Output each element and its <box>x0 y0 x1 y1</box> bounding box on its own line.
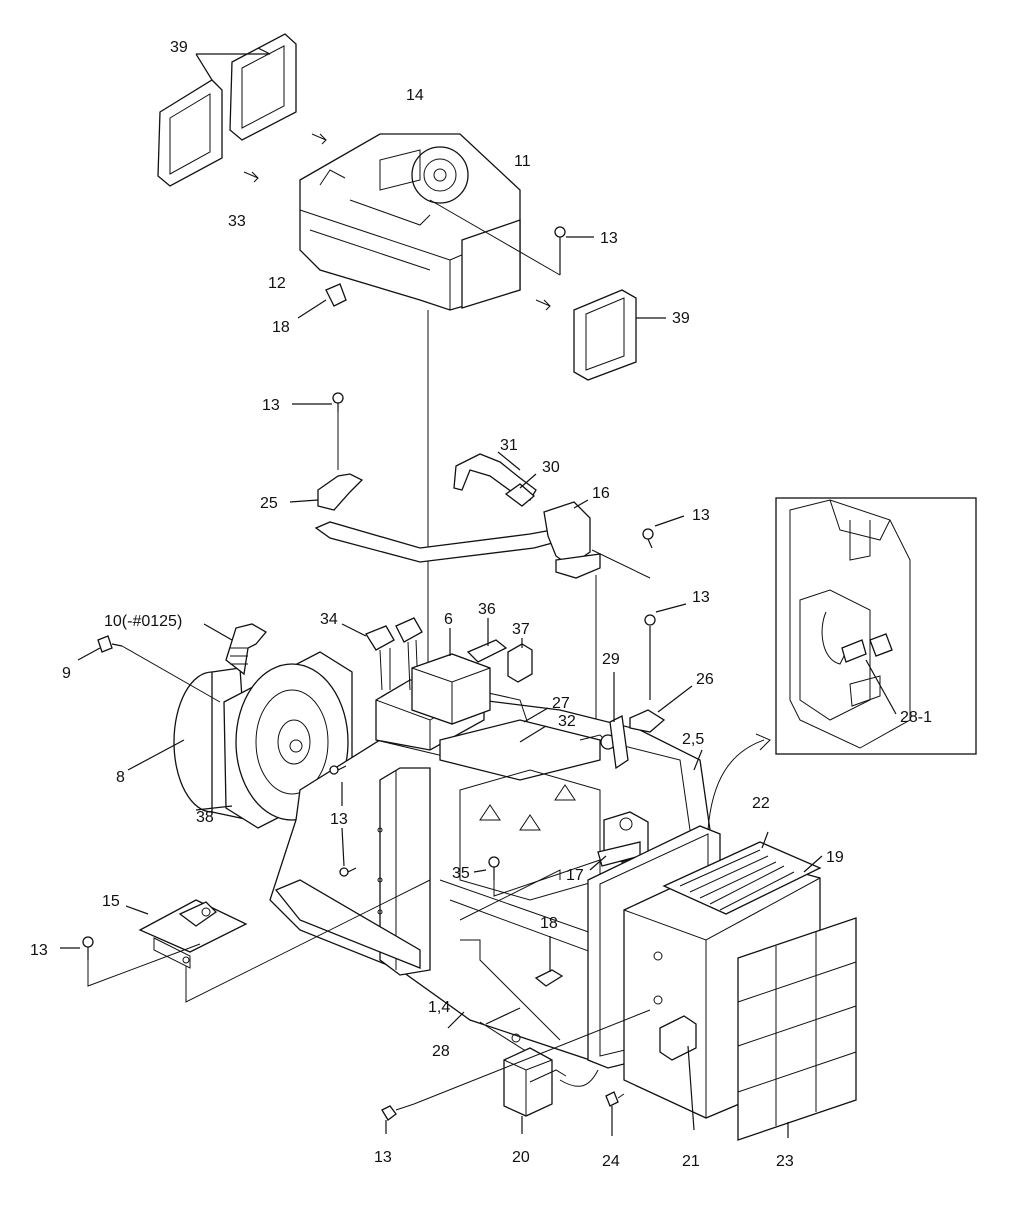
callout-c31: 31 <box>500 437 518 454</box>
callout-c28-1: 28-1 <box>900 709 932 726</box>
callout-c14: 14 <box>406 87 424 104</box>
callout-c32: 32 <box>558 713 576 730</box>
callout-c25: 25 <box>260 495 278 512</box>
detail-arrow <box>707 739 765 831</box>
callout-c26: 26 <box>696 671 714 688</box>
callout-c12: 12 <box>268 275 286 292</box>
upper-blower-housing <box>299 133 521 311</box>
callout-c13g: 13 <box>374 1149 392 1166</box>
callout-c18b: 18 <box>540 915 558 932</box>
callout-c25b: 2,5 <box>682 731 704 748</box>
callout-c22: 22 <box>752 795 770 812</box>
callout-c39b: 39 <box>672 310 690 327</box>
callout-c39a: 39 <box>170 39 188 56</box>
callout-c35: 35 <box>452 865 470 882</box>
detail-arrowhead <box>755 733 771 751</box>
callout-c30: 30 <box>542 459 560 476</box>
callout-c19: 19 <box>826 849 844 866</box>
callout-c18a: 18 <box>272 319 290 336</box>
bottom-parts <box>381 936 695 1136</box>
callout-labels: 39 14 11 33 13 12 39 18 13 31 30 16 25 1… <box>30 39 932 1170</box>
callout-c15: 15 <box>102 893 120 910</box>
callout-c36: 36 <box>478 601 496 618</box>
airflow-arrows <box>243 133 551 311</box>
callout-c21: 21 <box>682 1153 700 1170</box>
gasket-39-pair <box>157 33 297 187</box>
callout-c6: 6 <box>444 611 453 628</box>
callout-c13e: 13 <box>330 811 348 828</box>
callout-c8: 8 <box>116 769 125 786</box>
callout-c17: 17 <box>566 867 584 884</box>
heater-pipe-assembly <box>314 451 685 730</box>
callout-c34: 34 <box>320 611 338 628</box>
callout-c14b: 1,4 <box>428 999 450 1016</box>
clip-25-assembly <box>289 392 364 511</box>
inset-detail-28-1 <box>775 497 977 755</box>
callout-c24: 24 <box>602 1153 620 1170</box>
callout-c13a: 13 <box>600 230 618 247</box>
callout-c10: 10(-#0125) <box>104 613 182 630</box>
screws-13-case <box>329 765 357 877</box>
callout-c38: 38 <box>196 809 214 826</box>
callout-c11: 11 <box>514 153 531 170</box>
callout-c29: 29 <box>602 651 620 668</box>
bracket-15 <box>60 879 431 1003</box>
callout-c33: 33 <box>228 213 246 230</box>
heater-cover-19 <box>587 825 857 1141</box>
callout-c28: 28 <box>432 1043 450 1060</box>
harness-connectors <box>341 603 703 771</box>
callout-c27: 27 <box>552 695 570 712</box>
callout-c23: 23 <box>776 1153 794 1170</box>
callout-c20: 20 <box>512 1149 530 1166</box>
callout-c13b: 13 <box>262 397 280 414</box>
screw-13-upper <box>429 199 594 276</box>
callout-c13f: 13 <box>30 942 48 959</box>
callout-c13c: 13 <box>692 507 710 524</box>
callout-c37: 37 <box>512 621 530 638</box>
callout-c16: 16 <box>592 485 610 502</box>
callout-c9: 9 <box>62 665 71 682</box>
callout-c13d: 13 <box>692 589 710 606</box>
clip-18-upper <box>297 283 347 319</box>
gasket-39-right <box>573 289 666 381</box>
screw-35 <box>473 855 607 897</box>
